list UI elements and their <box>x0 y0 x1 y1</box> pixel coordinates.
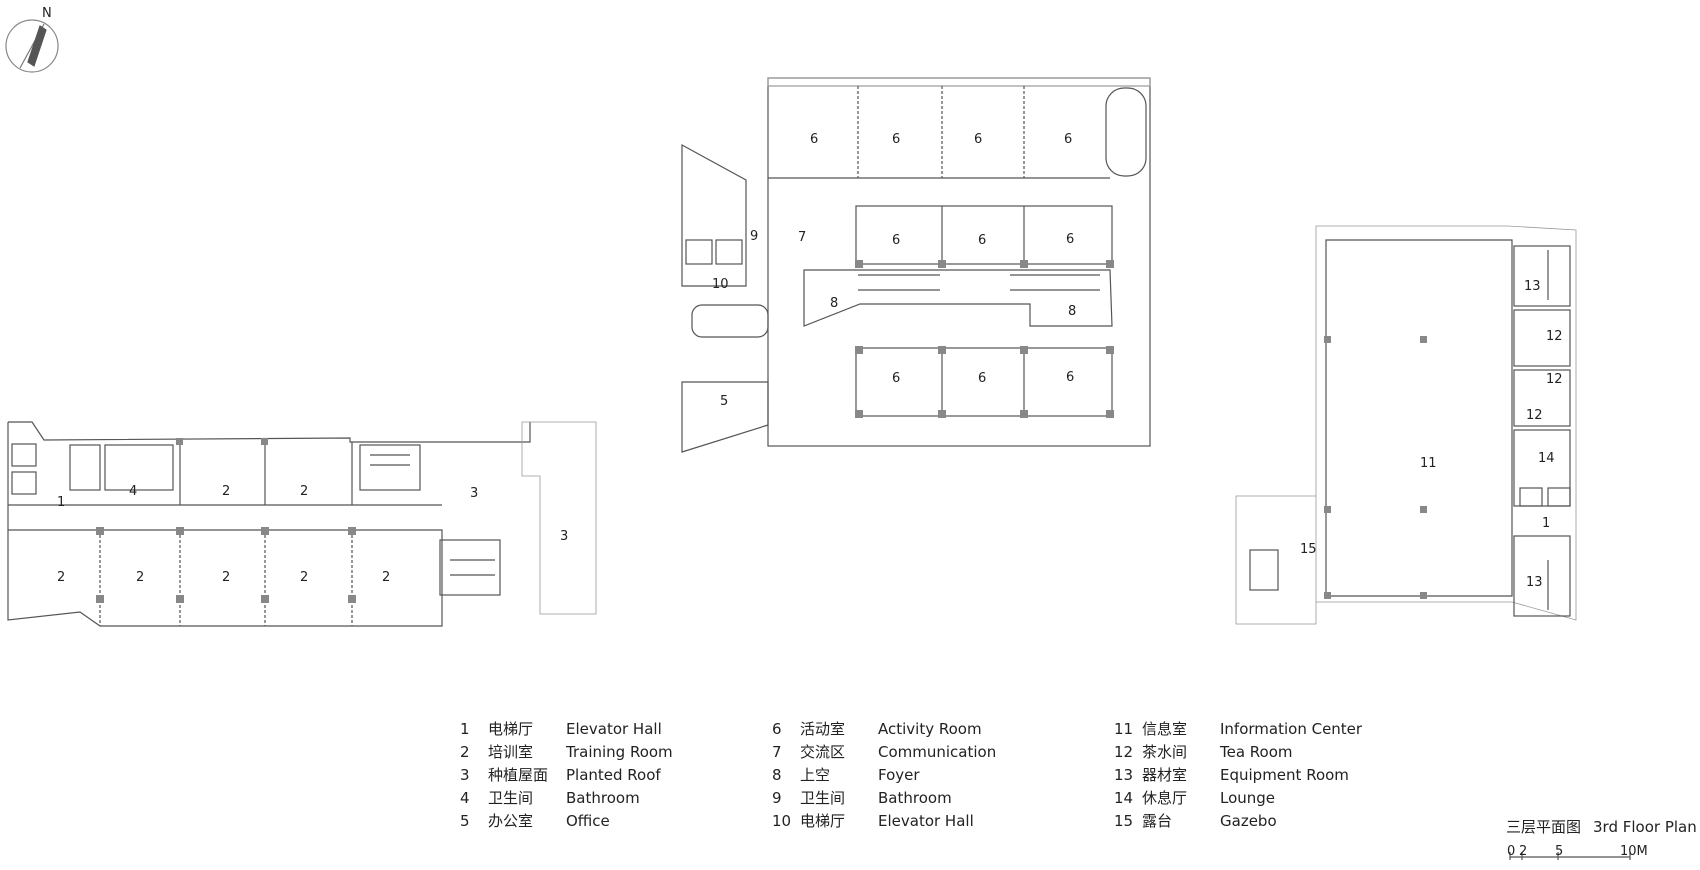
legend-chinese-name: 卫生间 <box>800 789 846 807</box>
legend-chinese-name: 电梯厅 <box>800 812 846 830</box>
legend-english-name: Communication <box>878 743 997 761</box>
legend-number: 2 <box>460 743 470 761</box>
legend-number: 5 <box>460 812 470 830</box>
room-legend: 1 电梯厅 Elevator Hall 2 培训室 Training Room 3 种植屋… <box>460 718 1420 838</box>
legend-chinese-name: 电梯厅 <box>488 720 534 738</box>
room-label: 14 <box>1538 451 1555 466</box>
room-label: 10 <box>712 277 729 292</box>
room-label: 9 <box>750 229 758 244</box>
room-label: 6 <box>892 233 900 248</box>
legend-number: 4 <box>460 789 470 807</box>
legend-number: 13 <box>1114 766 1134 784</box>
legend-chinese-name: 茶水间 <box>1142 743 1188 761</box>
plan-title-chinese: 三层平面图 <box>1506 818 1582 836</box>
legend-number: 7 <box>772 743 782 761</box>
room-label: 12 <box>1546 372 1563 387</box>
legend-chinese-name: 信息室 <box>1142 720 1188 738</box>
legend-chinese-name: 休息厅 <box>1142 789 1188 807</box>
legend-english-name: Equipment Room <box>1220 766 1349 784</box>
room-label: 11 <box>1420 456 1437 471</box>
room-label: 3 <box>470 486 478 501</box>
legend-english-name: Lounge <box>1220 789 1276 807</box>
scale-label: 10M <box>1620 844 1648 859</box>
room-label: 6 <box>1066 370 1074 385</box>
room-label: 6 <box>1064 132 1072 147</box>
legend-number: 1 <box>460 720 470 738</box>
north-arrow-icon <box>5 19 59 73</box>
room-label: 6 <box>1066 232 1074 247</box>
scale-label: 2 <box>1519 844 1527 859</box>
room-label: 7 <box>798 230 806 245</box>
legend-number: 3 <box>460 766 470 784</box>
legend-english-name: Elevator Hall <box>878 812 974 830</box>
room-label: 6 <box>978 233 986 248</box>
plan-title: 三层平面图 3rd Floor Plan <box>1506 816 1700 837</box>
room-label: 2 <box>136 570 144 585</box>
legend-number: 6 <box>772 720 782 738</box>
room-label: 15 <box>1300 542 1317 557</box>
room-label: 12 <box>1546 329 1563 344</box>
scale-label: 5 <box>1555 844 1563 859</box>
room-label: 2 <box>222 570 230 585</box>
room-label: 1 <box>57 495 65 510</box>
legend-english-name: Office <box>566 812 610 830</box>
legend-number: 14 <box>1114 789 1134 807</box>
legend-english-name: Training Room <box>566 743 673 761</box>
room-label: 8 <box>830 296 838 311</box>
room-label: 4 <box>129 484 137 499</box>
legend-number: 11 <box>1114 720 1134 738</box>
legend-number: 9 <box>772 789 782 807</box>
legend-english-name: Tea Room <box>1220 743 1293 761</box>
legend-english-name: Foyer <box>878 766 920 784</box>
legend-chinese-name: 交流区 <box>800 743 846 761</box>
middle-building <box>681 77 1151 453</box>
left-building <box>7 421 597 627</box>
room-label: 1 <box>1542 516 1550 531</box>
legend-english-name: Information Center <box>1220 720 1363 738</box>
room-label: 6 <box>892 371 900 386</box>
room-label: 6 <box>810 132 818 147</box>
legend-number: 10 <box>772 812 792 830</box>
legend-english-name: Bathroom <box>878 789 952 807</box>
plan-title-english: 3rd Floor Plan <box>1593 818 1697 836</box>
right-building <box>1235 225 1577 625</box>
legend-number: 12 <box>1114 743 1134 761</box>
legend-chinese-name: 器材室 <box>1142 766 1188 784</box>
room-label: 8 <box>1068 304 1076 319</box>
room-label: 13 <box>1524 279 1541 294</box>
room-label: 13 <box>1526 575 1543 590</box>
room-label: 6 <box>974 132 982 147</box>
legend-chinese-name: 卫生间 <box>488 789 534 807</box>
legend-english-name: Bathroom <box>566 789 640 807</box>
room-label: 2 <box>222 484 230 499</box>
room-label: 3 <box>560 529 568 544</box>
legend-number: 15 <box>1114 812 1134 830</box>
room-label: 2 <box>300 570 308 585</box>
legend-english-name: Activity Room <box>878 720 982 738</box>
legend-chinese-name: 种植屋面 <box>488 766 549 784</box>
legend-chinese-name: 活动室 <box>800 720 846 738</box>
legend-english-name: Gazebo <box>1220 812 1277 830</box>
legend-chinese-name: 培训室 <box>488 743 534 761</box>
room-label: 6 <box>892 132 900 147</box>
scale-label: 0 <box>1507 844 1515 859</box>
north-label: N <box>42 6 52 21</box>
legend-number: 8 <box>772 766 782 784</box>
scale-bar <box>1509 852 1631 860</box>
legend-english-name: Planted Roof <box>566 766 661 784</box>
legend-chinese-name: 办公室 <box>488 812 534 830</box>
room-label: 5 <box>720 394 728 409</box>
room-label: 2 <box>57 570 65 585</box>
room-label: 2 <box>300 484 308 499</box>
room-label: 12 <box>1526 408 1543 423</box>
room-label: 6 <box>978 371 986 386</box>
legend-chinese-name: 上空 <box>800 766 831 784</box>
legend-english-name: Elevator Hall <box>566 720 662 738</box>
legend-chinese-name: 露台 <box>1142 812 1173 830</box>
room-label: 2 <box>382 570 390 585</box>
